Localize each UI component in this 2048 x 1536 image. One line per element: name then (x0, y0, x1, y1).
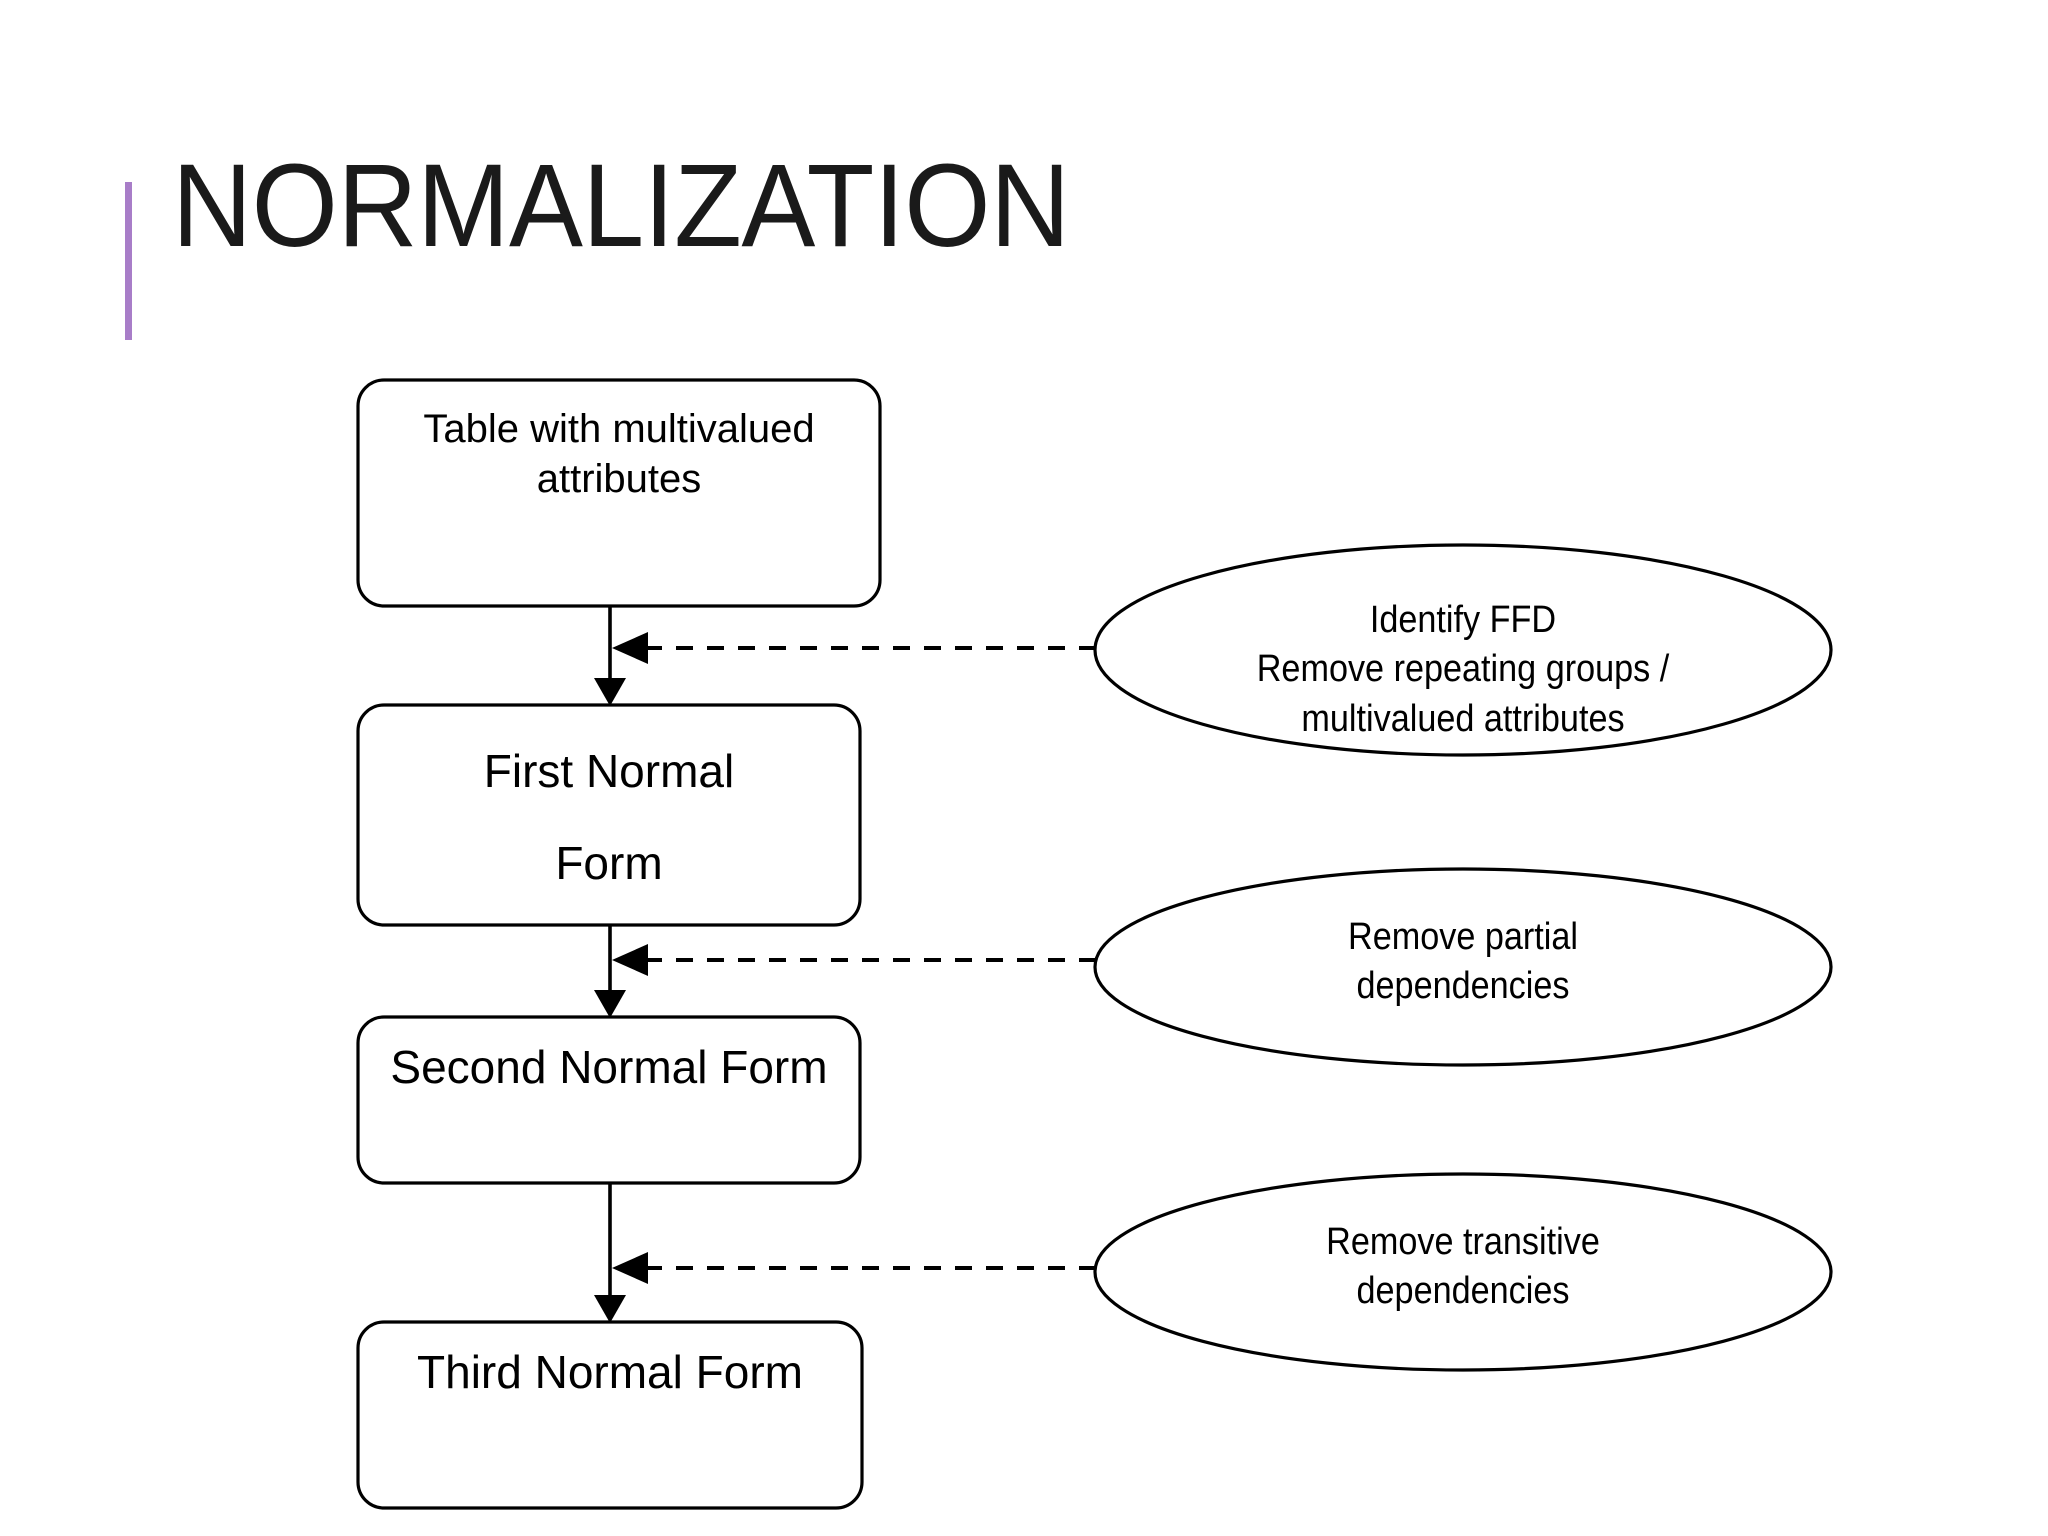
arrow-head-3 (594, 1295, 626, 1323)
ellipse-remove-transitive-dependencies[interactable] (1093, 1172, 1833, 1372)
page-title: NORMALIZATION (172, 140, 1070, 272)
box-label-table-multivalued: Table with multivalued attributes (423, 407, 815, 501)
ellipse-label-remove-partial-dependencies: Remove partial dependencies (1347, 916, 1579, 1008)
arrow-head-1 (594, 678, 626, 706)
arrow-head-2 (594, 990, 626, 1018)
arrow-head-note-2 (612, 944, 648, 976)
box-label-second-normal-form: Second Normal Form (390, 1041, 828, 1093)
box-label-first-normal-form: First Normal Form (483, 745, 735, 889)
ellipse-label-identify-ffd: Identify FFD Remove repeating groups / m… (1256, 599, 1670, 740)
arrow-head-note-3 (612, 1252, 648, 1284)
ellipse-label-remove-transitive-dependencies: Remove transitive dependencies (1326, 1221, 1600, 1313)
arrow-head-note-1 (612, 632, 648, 664)
title-accent-bar (125, 182, 132, 340)
box-table-multivalued[interactable] (356, 378, 882, 608)
box-label-third-normal-form: Third Normal Form (417, 1346, 803, 1398)
ellipse-remove-partial-dependencies[interactable] (1093, 867, 1833, 1067)
